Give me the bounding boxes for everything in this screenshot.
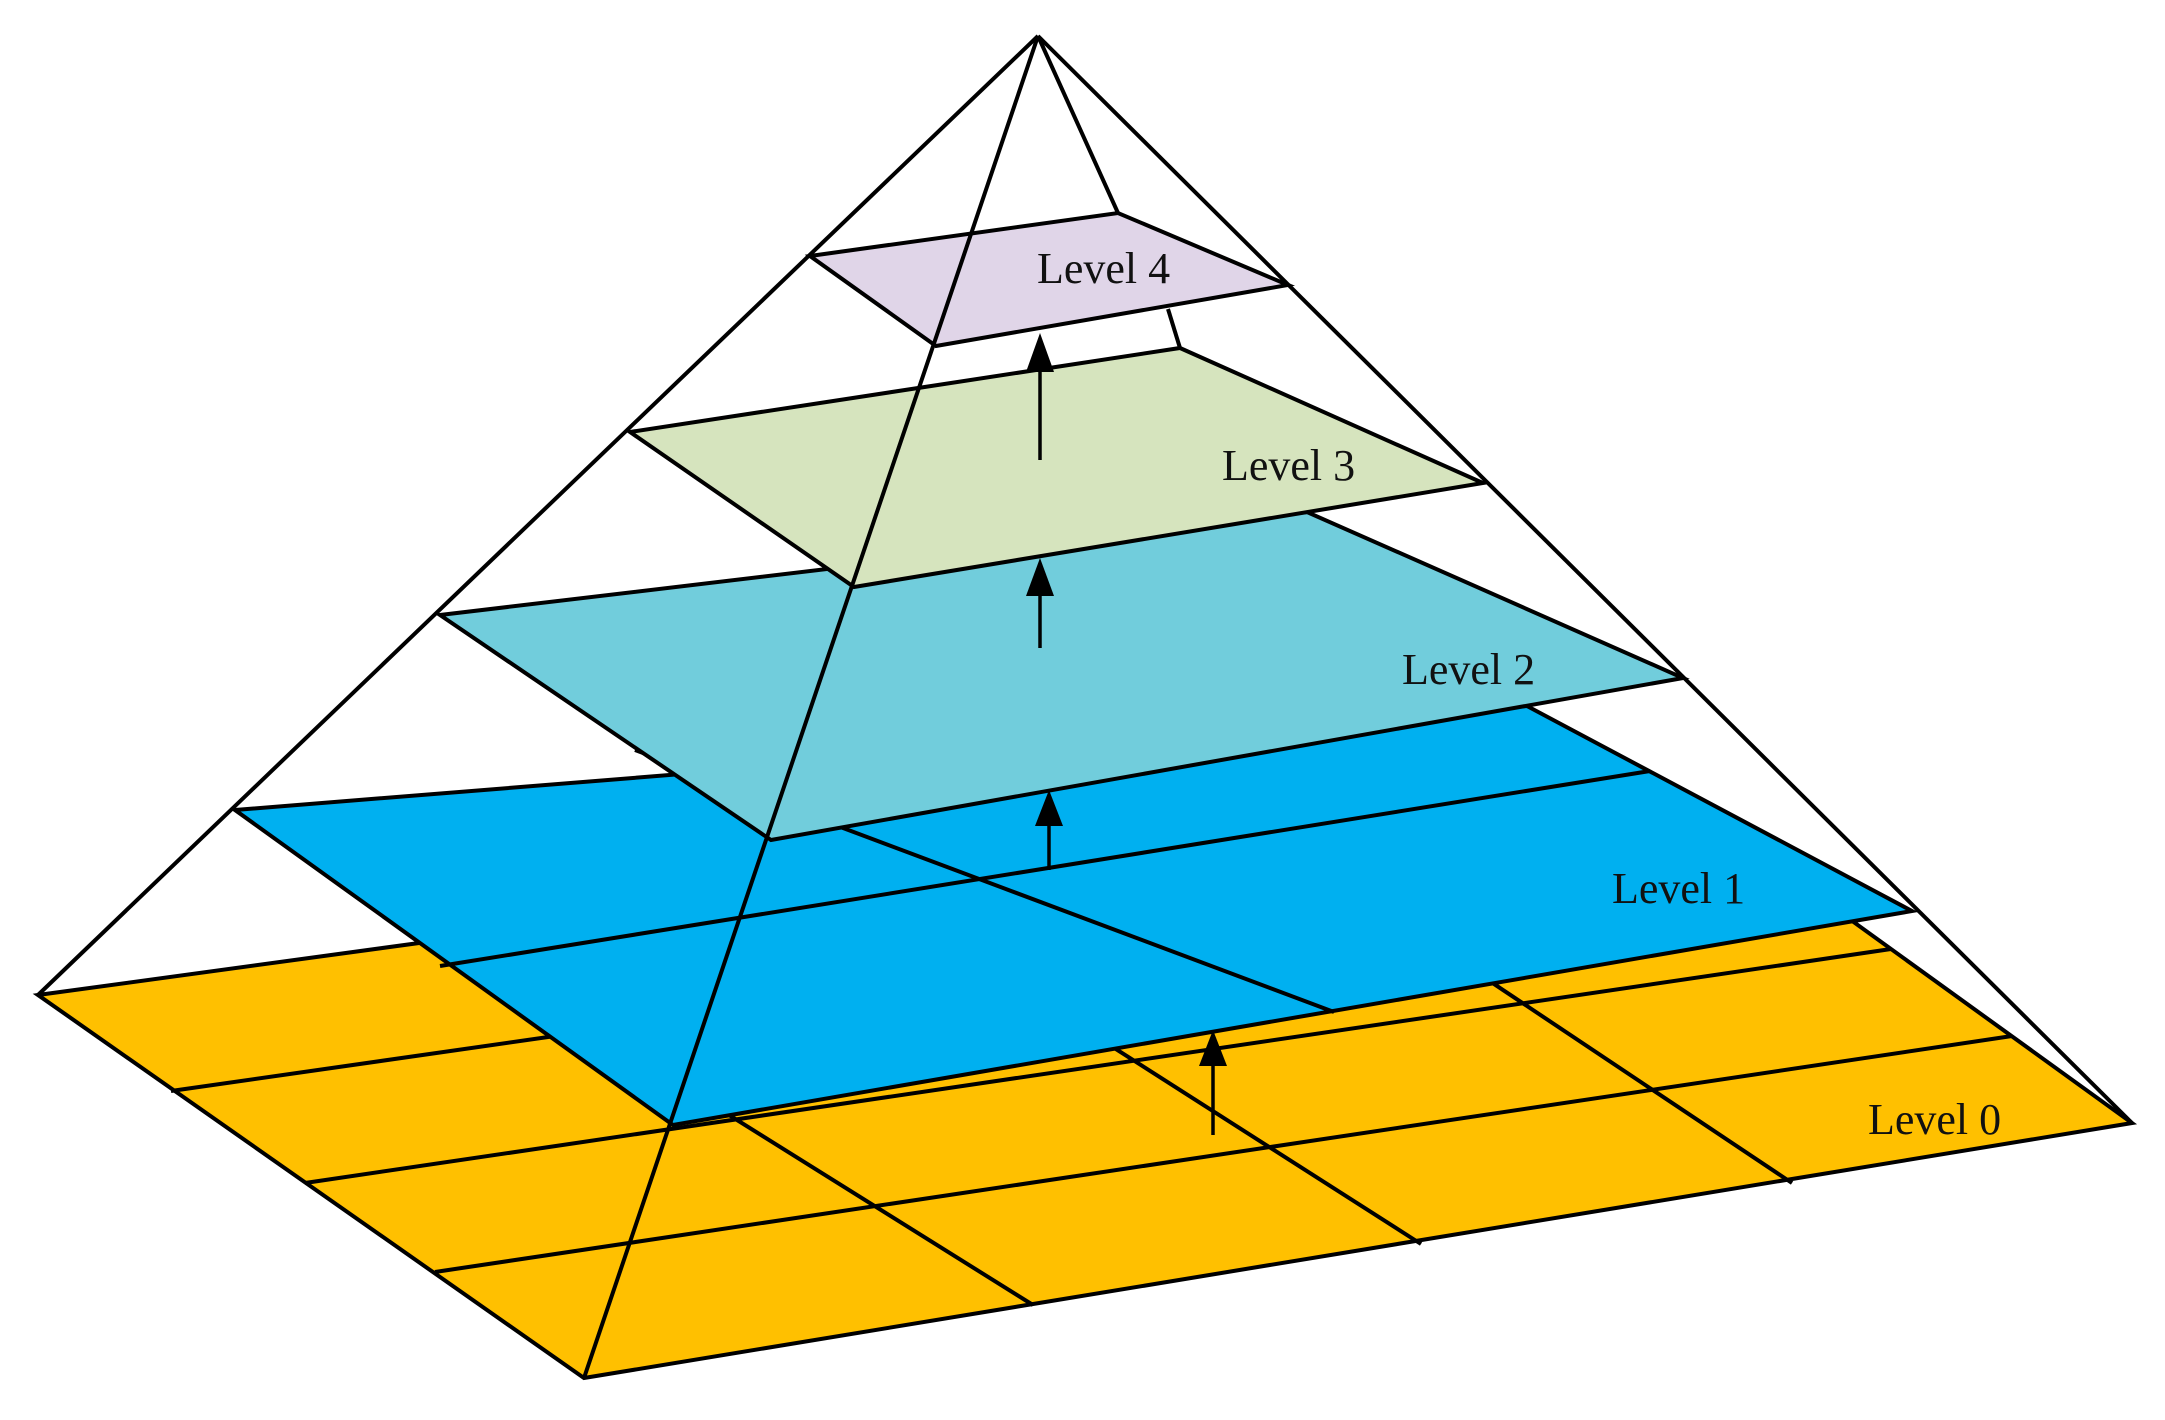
pyramid-edges [36, 34, 2134, 1379]
arrow-level3-to-level4 [1026, 333, 1054, 460]
edge-right [1036, 34, 2134, 1125]
arrow-level0-to-level1 [1199, 1030, 1227, 1135]
level-labels: Level 0 Level 1 Level 2 Level 3 Level 4 [1037, 244, 2001, 1144]
level-1-label: Level 1 [1612, 864, 1745, 913]
level-3-plane [624, 345, 1490, 590]
level-3-layer [624, 345, 1490, 590]
edge-left [36, 34, 1040, 997]
level-3-label: Level 3 [1222, 441, 1355, 490]
level-4-label: Level 4 [1037, 244, 1170, 293]
edge-back [1036, 35, 1120, 214]
edge-front [582, 35, 1040, 1379]
level-0-label: Level 0 [1868, 1095, 2001, 1144]
level-2-label: Level 2 [1402, 645, 1535, 694]
arrow-level2-to-level3 [1026, 558, 1054, 648]
level-arrows [1026, 333, 1227, 1135]
edge-back-lower [1166, 308, 1182, 349]
arrow-level1-to-level2 [1035, 790, 1063, 870]
